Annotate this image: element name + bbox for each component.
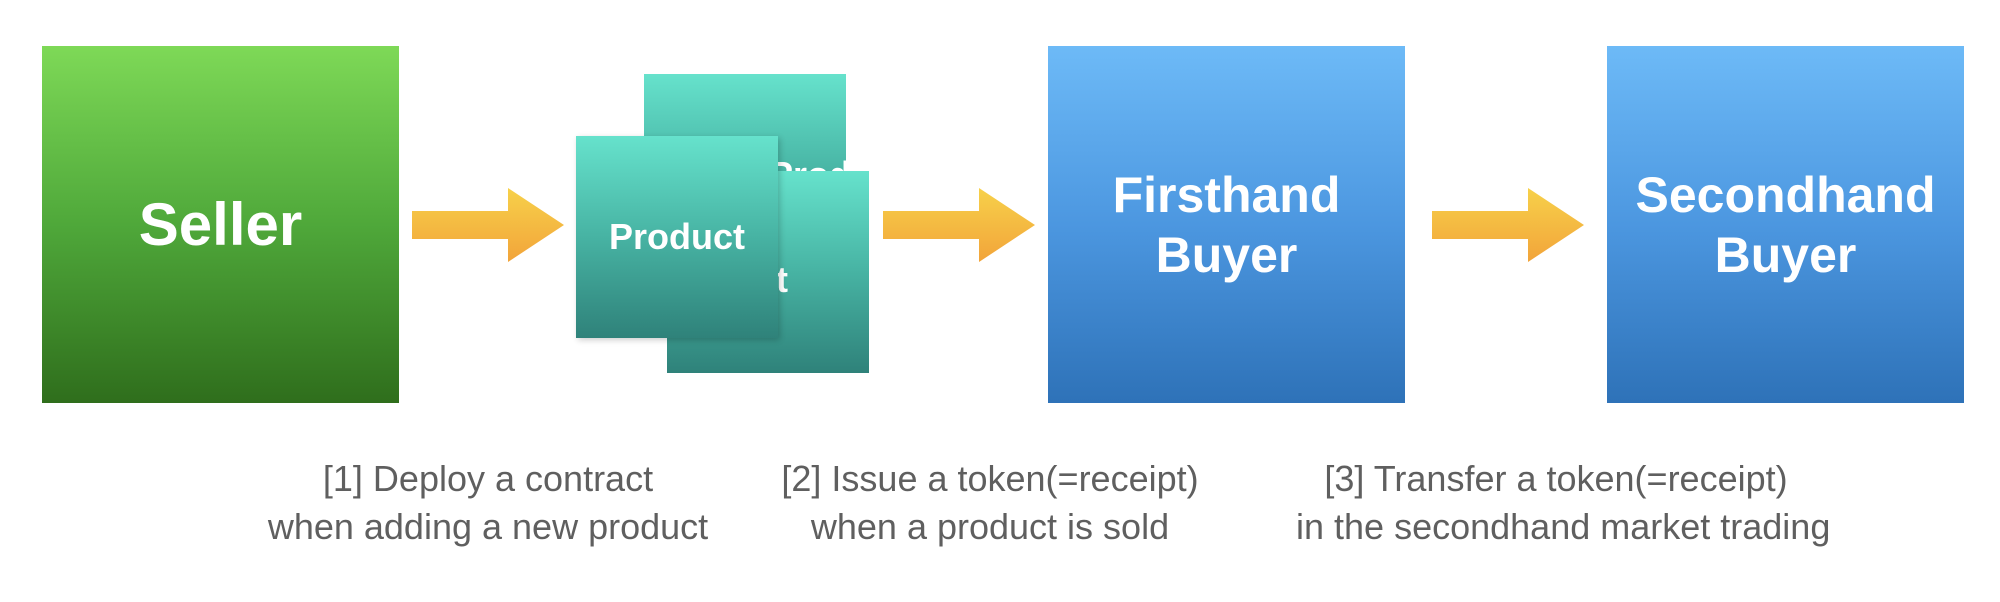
step-2-caption: [2] Issue a token(=receipt) when a produ… (730, 455, 1250, 551)
step-1-caption: [1] Deploy a contract when adding a new … (228, 455, 748, 551)
secondhand-label-line1: Secondhand (1635, 166, 1936, 223)
step-3-line1: [3] Transfer a token(=receipt) (1324, 458, 1788, 499)
secondhand-buyer-node: Secondhand Buyer (1607, 46, 1964, 403)
arrow-right-icon (883, 188, 1035, 262)
seller-label: Seller (138, 190, 303, 258)
firsthand-label-line2: Buyer (1155, 226, 1298, 283)
step-2-line2: when a product is sold (810, 506, 1170, 547)
step-1-line2: when adding a new product (267, 506, 709, 547)
step-3-line2: in the secondhand market trading (1296, 506, 1831, 547)
step-1-line1: [1] Deploy a contract (322, 458, 654, 499)
firsthand-buyer-node: Firsthand Buyer (1048, 46, 1405, 403)
seller-node: Seller (42, 46, 399, 403)
arrow-right-icon (1432, 188, 1584, 262)
arrow-right-icon (412, 188, 564, 262)
step-2-line1: [2] Issue a token(=receipt) (781, 458, 1199, 499)
product-label: Product (608, 216, 745, 257)
product-card-front: Product (576, 136, 778, 338)
step-3-caption: [3] Transfer a token(=receipt) in the se… (1296, 455, 1831, 551)
firsthand-label-line1: Firsthand (1112, 166, 1341, 223)
secondhand-label-line2: Buyer (1714, 226, 1857, 283)
